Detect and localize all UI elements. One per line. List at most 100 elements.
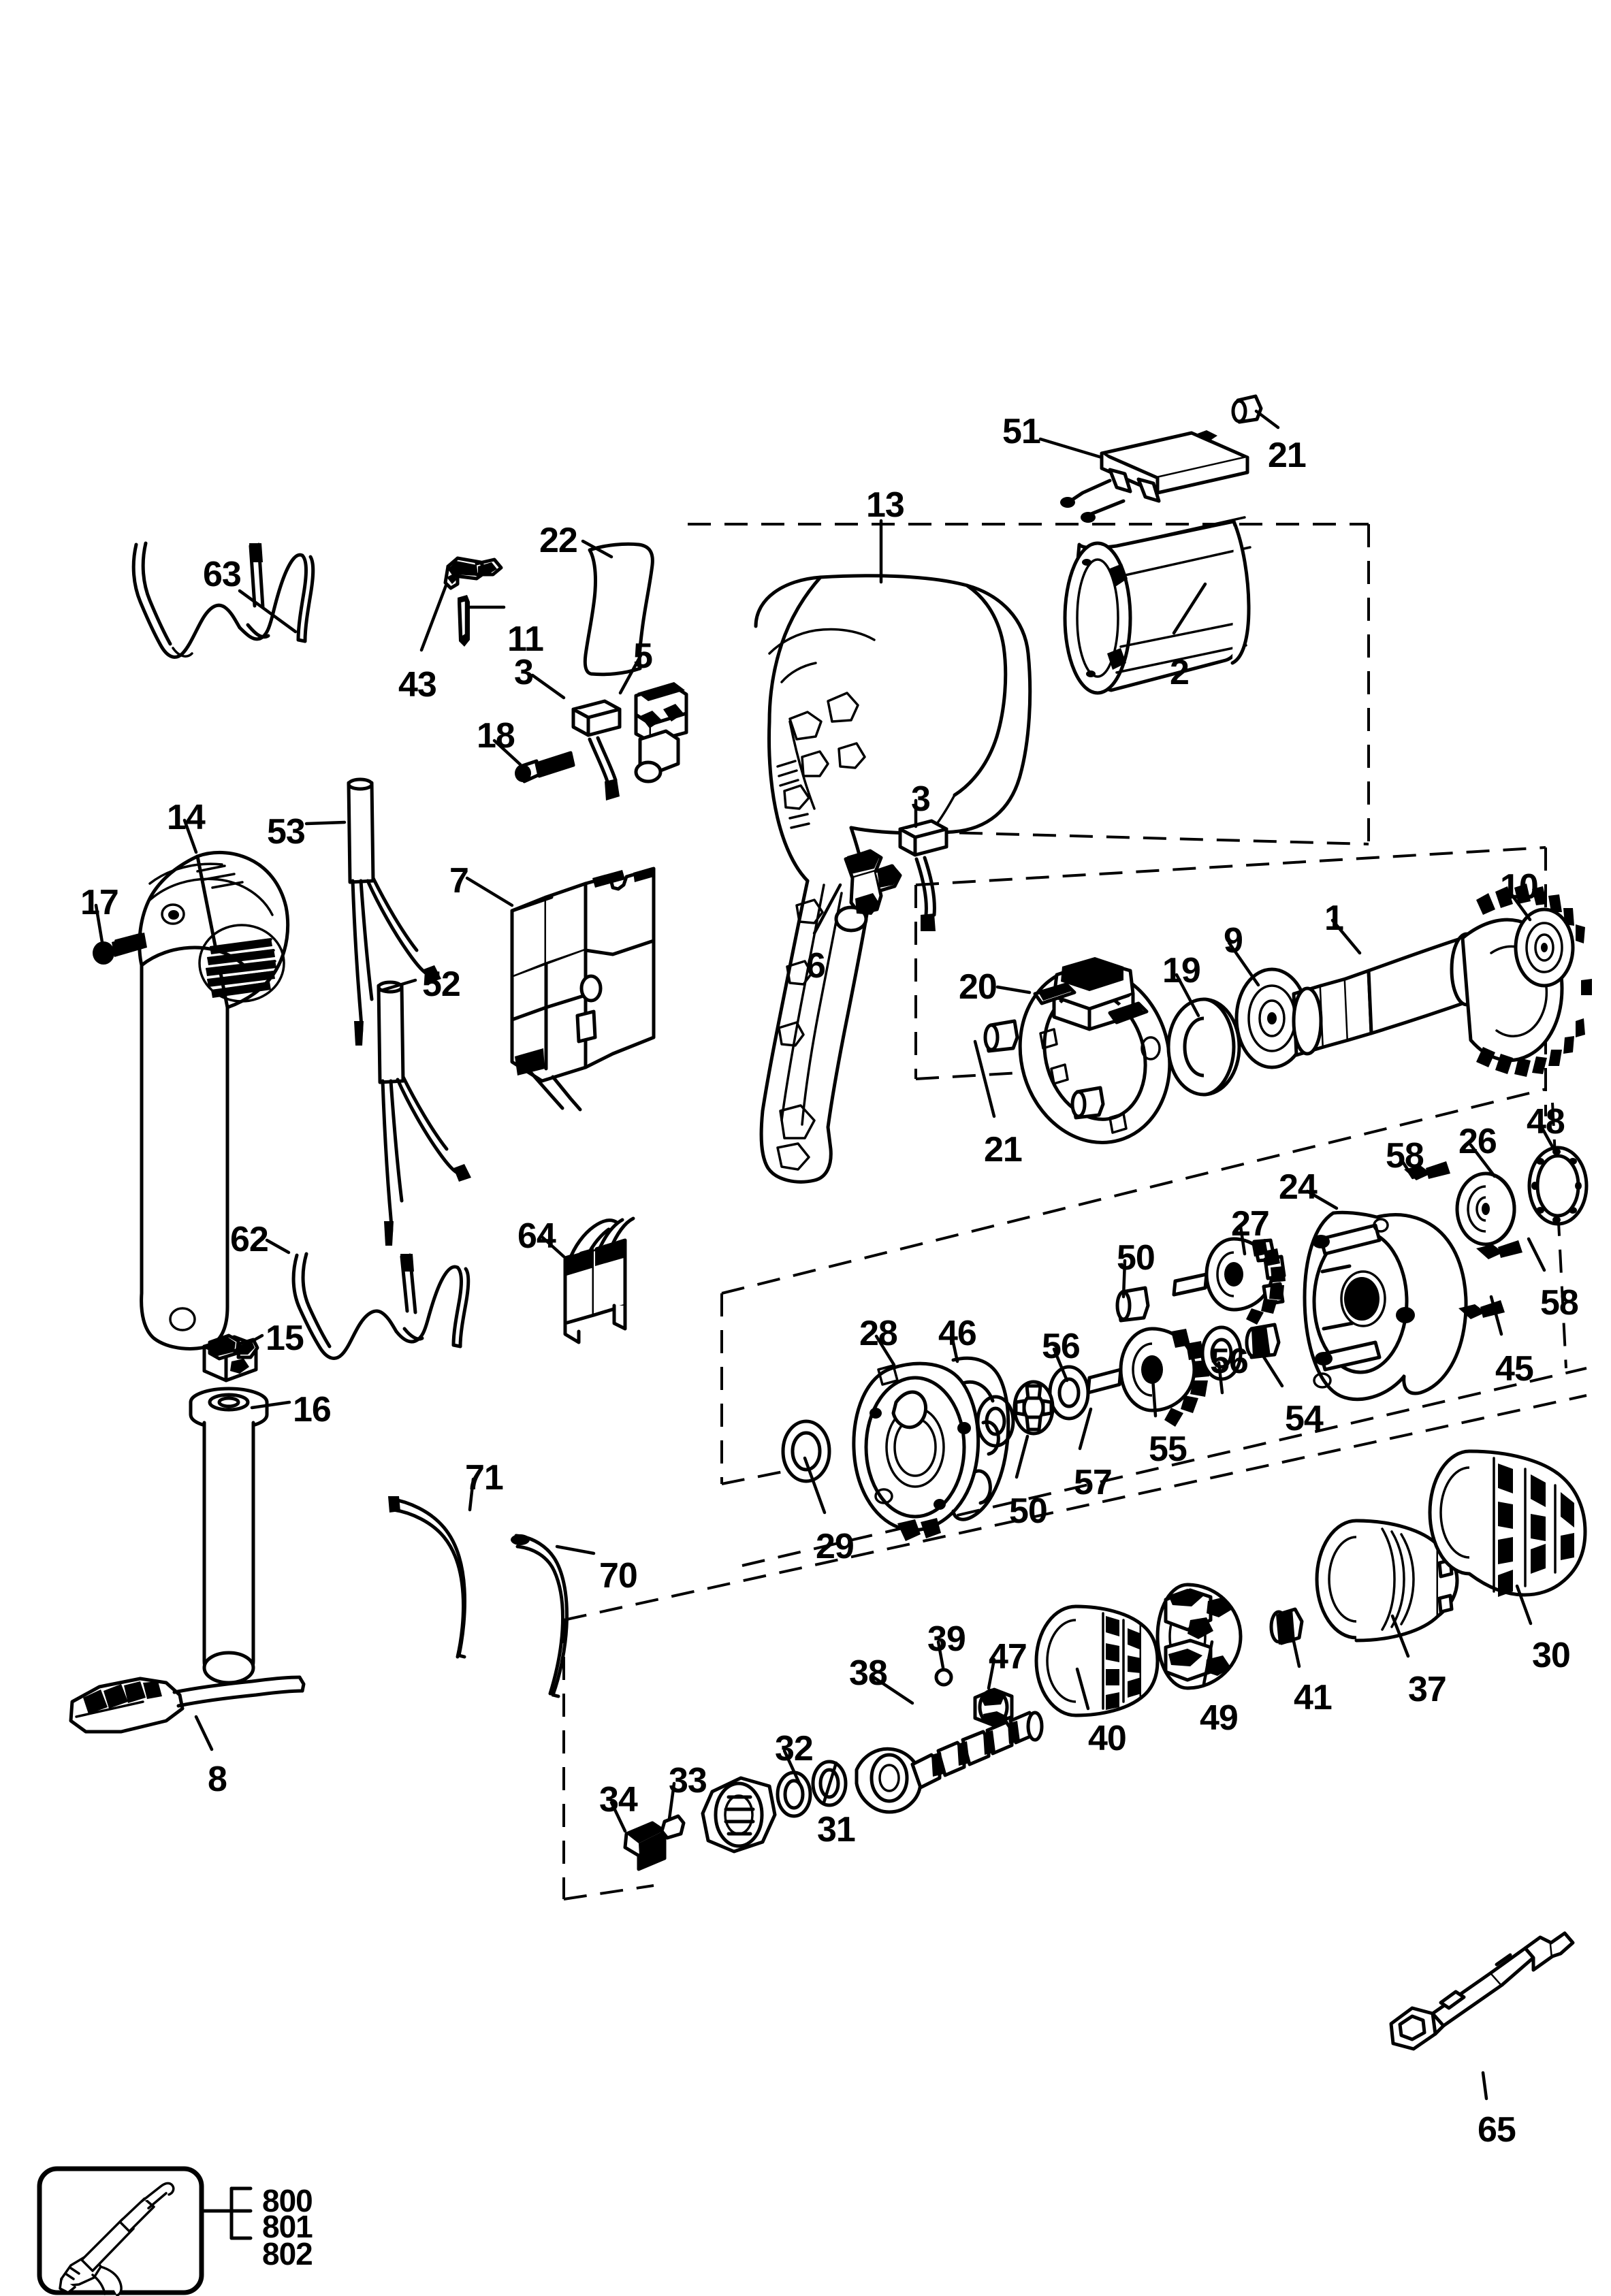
leader-line-46 bbox=[950, 1334, 959, 1363]
part-53-brush bbox=[347, 777, 431, 1037]
part-71-wire bbox=[389, 1497, 467, 1659]
part-2-hole-a bbox=[1082, 559, 1091, 566]
leader-line-26 bbox=[1469, 1143, 1497, 1178]
leader-line-27 bbox=[1239, 1225, 1247, 1256]
callout-label-8: 8 bbox=[208, 1760, 227, 1799]
leader-line-57 bbox=[1078, 1407, 1093, 1451]
part-28-hole-a bbox=[870, 1408, 882, 1419]
leader-line-48 bbox=[1538, 1122, 1557, 1152]
part-28-gearcase-cover bbox=[852, 1361, 980, 1532]
part-56-washer-a bbox=[1200, 1325, 1243, 1381]
part-64-switch bbox=[563, 1216, 635, 1344]
callout-label-802: 802 bbox=[262, 2236, 313, 2271]
part-21-bushing-upper bbox=[1231, 394, 1263, 424]
leader-line-9 bbox=[1227, 941, 1260, 987]
leader-line-18 bbox=[492, 739, 522, 766]
part-30-ribs bbox=[1498, 1464, 1574, 1597]
callout-label-3a: 3 bbox=[514, 653, 534, 692]
leader-line-34 bbox=[609, 1800, 627, 1833]
callout-label-22: 22 bbox=[539, 521, 578, 560]
leader-line-50b bbox=[1015, 1434, 1030, 1479]
callout-label-15: 15 bbox=[266, 1319, 304, 1358]
part-16-grip bbox=[189, 1387, 269, 1685]
callout-label-801: 801 bbox=[262, 2209, 313, 2244]
part-39-ball bbox=[934, 1668, 953, 1687]
legend-bracket bbox=[200, 2186, 253, 2240]
callout-label-13: 13 bbox=[866, 485, 905, 525]
part-24-bore bbox=[1344, 1277, 1379, 1321]
part-28-hole-b bbox=[934, 1499, 946, 1510]
part-1-fan-teeth bbox=[1476, 884, 1592, 1077]
leader-line-64 bbox=[541, 1235, 566, 1259]
part-19-washer bbox=[1166, 997, 1241, 1097]
part-7-switch-module bbox=[510, 867, 656, 1112]
part-37-chuck-body bbox=[1315, 1519, 1459, 1643]
part-3a-terminal bbox=[571, 699, 622, 737]
callout-label-37: 37 bbox=[1408, 1670, 1447, 1709]
part-38-band-a bbox=[931, 1752, 944, 1777]
callout-label-46: 46 bbox=[938, 1314, 977, 1353]
part-15-dark-a bbox=[208, 1337, 236, 1356]
part-3a-wire bbox=[588, 737, 609, 783]
part-14-boss-hole bbox=[161, 903, 185, 925]
callout-leader-lines bbox=[94, 409, 1557, 2101]
callout-label-24: 24 bbox=[1279, 1167, 1318, 1207]
leader-line-37 bbox=[1390, 1614, 1410, 1658]
leader-line-3a bbox=[530, 673, 566, 700]
leader-line-29 bbox=[803, 1456, 827, 1515]
leader-line-40 bbox=[1075, 1667, 1090, 1711]
part-17-screw bbox=[93, 933, 147, 965]
leader-line-51 bbox=[1038, 437, 1104, 459]
part-28-tab-a bbox=[897, 1519, 921, 1541]
part-24-pin-b bbox=[1315, 1352, 1333, 1365]
part-32-oring-a bbox=[776, 1770, 812, 1818]
callout-label-56a: 56 bbox=[1210, 1342, 1249, 1381]
part-28-lug bbox=[877, 1364, 899, 1386]
callout-label-800: 800 bbox=[262, 2183, 313, 2218]
part-5-detail-a bbox=[640, 711, 662, 728]
part-55-gear bbox=[1086, 1327, 1196, 1412]
leader-line-24 bbox=[1305, 1189, 1339, 1210]
leader-line-38 bbox=[870, 1674, 914, 1705]
callout-label-28: 28 bbox=[859, 1314, 898, 1353]
callout-label-51: 51 bbox=[1002, 412, 1041, 451]
callout-label-14: 14 bbox=[167, 798, 206, 837]
leader-line-58b bbox=[1527, 1237, 1546, 1272]
part-7-tab-a bbox=[592, 870, 625, 888]
callout-label-38: 38 bbox=[849, 1653, 888, 1693]
leader-line-16 bbox=[250, 1400, 291, 1410]
part-34-b bbox=[639, 1831, 665, 1869]
part-10-bore bbox=[1541, 943, 1548, 952]
part-2-field-stator bbox=[1063, 516, 1251, 695]
callout-label-7: 7 bbox=[449, 861, 469, 901]
callout-label-43: 43 bbox=[398, 665, 437, 705]
part-40-chuck-sleeve bbox=[1034, 1604, 1160, 1717]
part-21-bushing-lower-b bbox=[1070, 1086, 1105, 1120]
part-6-mid bbox=[855, 893, 880, 915]
part-34-a bbox=[626, 1823, 663, 1843]
callout-label-45: 45 bbox=[1495, 1349, 1534, 1389]
part-14-vent-a bbox=[210, 938, 272, 954]
part-5-switch bbox=[634, 683, 688, 783]
callout-label-6: 6 bbox=[806, 946, 826, 986]
part-63-tip bbox=[249, 543, 263, 562]
leader-line-2 bbox=[1172, 582, 1207, 635]
leader-line-54 bbox=[1258, 1348, 1284, 1388]
part-7-tab-b bbox=[633, 867, 654, 882]
callout-label-64: 64 bbox=[517, 1216, 556, 1256]
leader-line-22 bbox=[581, 539, 613, 559]
part-3b-end bbox=[921, 913, 936, 931]
callout-label-31: 31 bbox=[817, 1810, 856, 1849]
part-5-detail-b bbox=[663, 704, 684, 722]
part-33-pin bbox=[660, 1814, 686, 1840]
part-18-head bbox=[515, 764, 531, 782]
callout-label-70: 70 bbox=[599, 1556, 638, 1596]
callout-label-41: 41 bbox=[1294, 1678, 1333, 1717]
part-24-hole-a bbox=[1313, 1372, 1332, 1389]
part-54-dark bbox=[1251, 1326, 1271, 1357]
part-71-end bbox=[388, 1496, 400, 1513]
part-8-plug-line bbox=[75, 1700, 144, 1718]
callout-label-30: 30 bbox=[1532, 1636, 1571, 1675]
callout-label-58a: 58 bbox=[1386, 1136, 1424, 1176]
callout-label-1: 1 bbox=[1324, 899, 1344, 938]
